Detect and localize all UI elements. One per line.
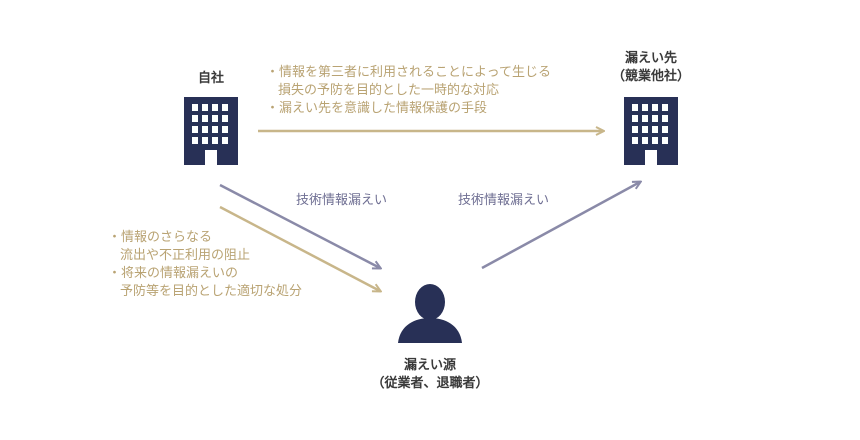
top-note-line: ・情報を第三者に利用されることによって生じる	[266, 65, 551, 80]
left-notes: ・情報のさらなる 流出や不正利用の阻止 ・将来の情報漏えいの 予防等を目的とした…	[108, 229, 302, 301]
leak-destination-label: 漏えい先	[624, 51, 678, 66]
leak-destination-sublabel: （競業他社）	[611, 69, 691, 84]
self-building-icon	[184, 97, 238, 165]
left-note-line: 流出や不正利用の阻止	[120, 248, 251, 263]
top-note-line: ・漏えい先を意識した情報保護の手段	[266, 101, 488, 116]
left-note-line: ・将来の情報漏えいの	[108, 266, 239, 281]
left-note-line: ・情報のさらなる	[108, 230, 213, 245]
destination-building-icon	[624, 97, 678, 165]
self-company-label: 自社	[197, 71, 225, 86]
leak-source-sublabel: （従業者、退職者）	[371, 376, 489, 391]
person-icon	[398, 284, 462, 343]
edge-label-right: 技術情報漏えい	[458, 193, 550, 208]
arrow-source-to-destination	[481, 182, 640, 270]
leak-source-label: 漏えい源	[403, 358, 457, 373]
arrow-self-to-source-slate	[219, 183, 380, 268]
arrow-self-to-source-tan	[219, 205, 380, 291]
top-note-line: 損失の予防を目的とした一時的な対応	[278, 83, 500, 98]
top-notes: ・情報を第三者に利用されることによって生じる 損失の予防を目的とした一時的な対応…	[266, 64, 551, 118]
left-note-line: 予防等を目的とした適切な処分	[120, 284, 303, 299]
edge-label-left: 技術情報漏えい	[296, 193, 388, 208]
